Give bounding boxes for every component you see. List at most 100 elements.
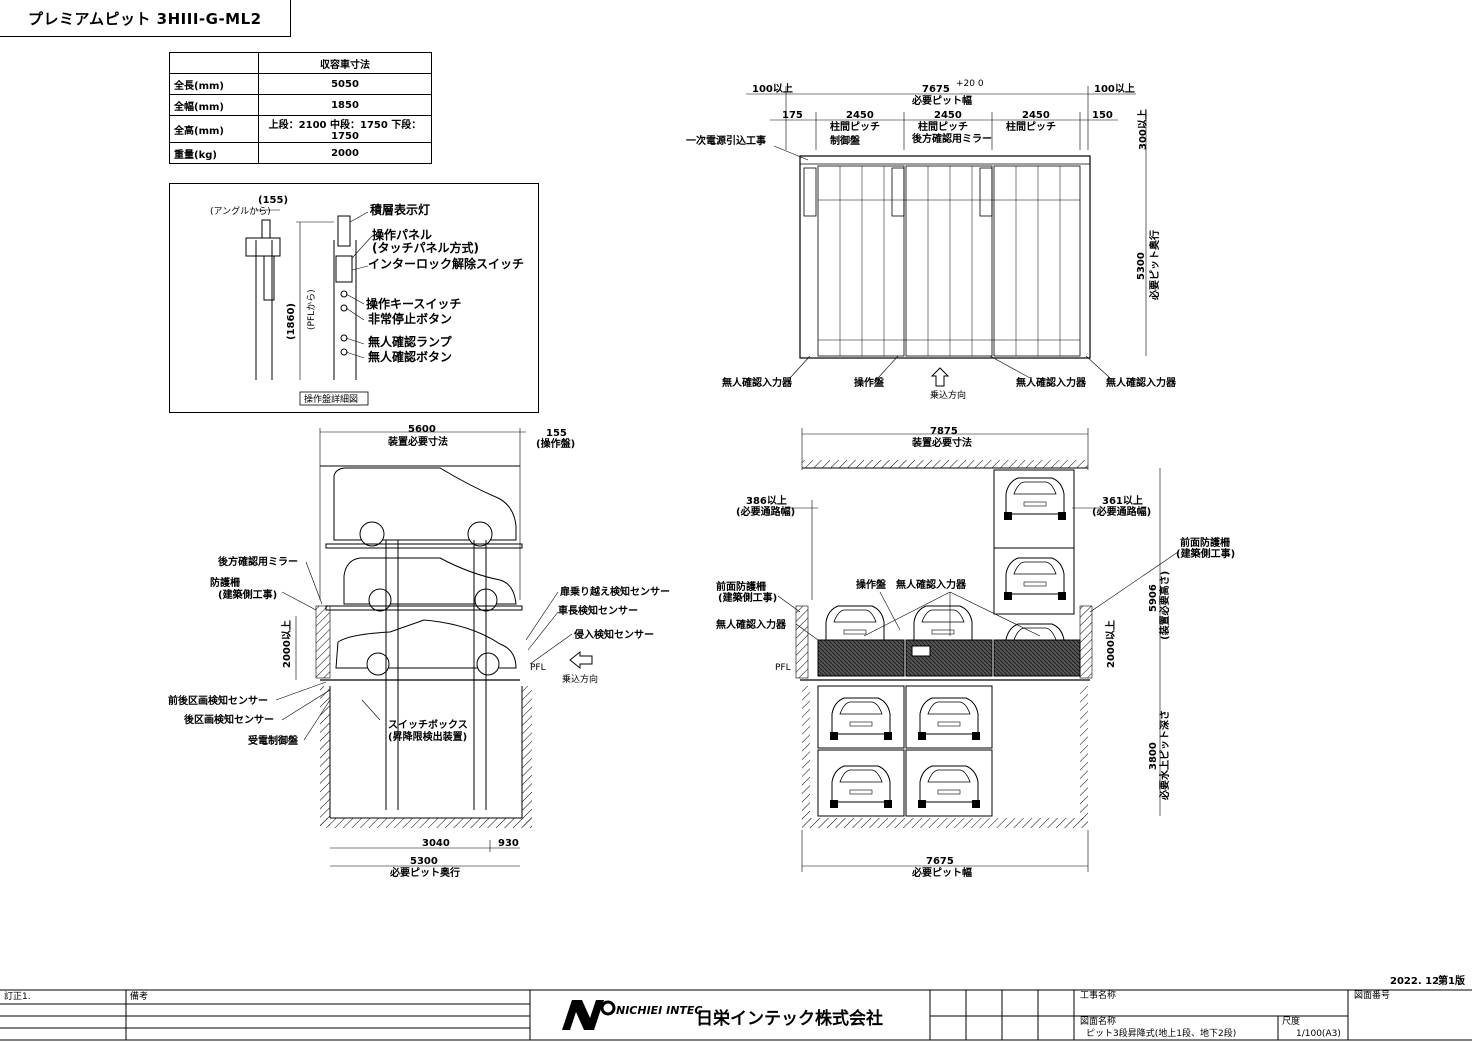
side-switch-box-note: (昇降限検出装置) — [388, 730, 467, 743]
plan-dim-right: 100以上 — [1094, 82, 1135, 95]
detail-dim-155-note: (アングルから) — [210, 205, 271, 217]
footer-edition: 第1版 — [1438, 974, 1465, 987]
footer-logo-text: NICHIEI INTEC — [616, 1004, 703, 1017]
plan-dim-total-tol: +20 0 — [956, 79, 984, 89]
plan-entry-label: 乗込方向 — [930, 389, 966, 401]
side-label-rear-sensor: 後区画検知センサー — [184, 713, 274, 726]
front-dim-3800: 3800 — [1148, 742, 1159, 770]
front-dim-361: 361以上 — [1102, 494, 1143, 507]
detail-caption: 操作盤詳細図 — [304, 393, 358, 405]
plan-pitch-2: 2450 — [934, 110, 962, 121]
front-dim-386-label: (必要通路幅) — [736, 505, 795, 518]
side-entry-label: 乗込方向 — [562, 673, 598, 685]
side-label-mirror: 後方確認用ミラー — [218, 555, 298, 568]
side-dim-3040: 3040 — [422, 838, 450, 849]
detail-label-operation-panel: 操作パネル — [372, 227, 432, 242]
front-label-right-fence: 前面防護柵 — [1180, 536, 1230, 549]
plan-pitch-3: 2450 — [1022, 110, 1050, 121]
footer-drawing-no-label: 図面番号 — [1354, 989, 1390, 1001]
detail-dim-1860-note: (PFLから) — [306, 289, 317, 330]
footer-revision-no: 1. — [22, 992, 31, 1002]
front-dim-7675-label: 必要ピット幅 — [911, 866, 972, 879]
spec-value: 上段：2100 中段：1750 下段：1750 — [258, 115, 432, 143]
side-dim-5600-label: 装置必要寸法 — [387, 435, 448, 448]
side-label-fence-note: (建築側工事) — [218, 588, 277, 601]
footer-date: 2022. 12 — [1390, 976, 1439, 987]
front-dim-7875-label: 装置必要寸法 — [911, 436, 972, 449]
front-dim-2000: 2000以上 — [1104, 620, 1117, 668]
footer-revision-label: 訂正 — [4, 990, 22, 1002]
front-label-front-fence-note: (建築側工事) — [718, 591, 777, 604]
front-dim-386: 386以上 — [746, 494, 787, 507]
detail-label-stack-light: 積層表示灯 — [369, 202, 430, 217]
side-switch-box: スイッチボックス — [388, 718, 468, 731]
side-pfl: PFL — [530, 663, 546, 673]
front-view: 7875 装置必要寸法 386以上 (必要通路幅) 361以上 (必要通路幅) — [716, 426, 1235, 879]
side-dim-5300-label: 必要ピット奥行 — [389, 866, 460, 879]
detail-label-emergency-stop: 非常停止ボタン — [368, 311, 452, 326]
side-view: 5600 装置必要寸法 155 (操作盤) 2000以上 後方確認用ミラー 防護… — [168, 424, 670, 879]
plan-dim-300: 300以上 — [1136, 109, 1149, 150]
plan-dim-5300-label: 必要ピット奥行 — [1148, 230, 1161, 301]
vehicle-spec-table: 収容車寸法 全長(mm)5050 全幅(mm)1850 全高(mm)上段：210… — [169, 52, 432, 164]
side-label-power-control: 受電制御盤 — [248, 734, 299, 747]
side-dim-155-label: (操作盤) — [536, 437, 575, 450]
footer-project-label: 工事名称 — [1080, 989, 1116, 1001]
plan-bottom-label-2: 操作盤 — [854, 376, 885, 389]
side-dim-5600: 5600 — [408, 424, 436, 435]
plan-control-label: 制御盤 — [830, 134, 861, 147]
detail-label-key-switch: 操作キースイッチ — [366, 296, 461, 311]
front-dim-7675: 7675 — [926, 856, 954, 867]
detail-label-unmanned-button: 無人確認ボタン — [368, 349, 452, 364]
spec-value: 2000 — [258, 142, 432, 164]
drawing-title: プレミアムピット 3HIII-G-ML2 — [28, 10, 262, 28]
plan-bottom-label-1: 無人確認入力器 — [722, 376, 793, 389]
front-pfl: PFL — [775, 663, 791, 673]
front-dim-5906: 5906 — [1148, 584, 1159, 612]
side-label-intrusion-sensor: 侵入検知センサー — [573, 628, 654, 641]
plan-dim-150: 150 — [1092, 110, 1113, 121]
side-dim-5300: 5300 — [410, 856, 438, 867]
side-label-fence: 防護柵 — [210, 576, 240, 589]
plan-dim-left: 100以上 — [752, 82, 793, 95]
control-panel-detail: (155) (アングルから) (1860) (PFLから) 積層表示灯 操作パネ… — [210, 195, 524, 406]
detail-dim-1860: (1860) — [286, 303, 297, 340]
side-label-length-sensor: 車長検知センサー — [558, 604, 638, 617]
plan-bottom-label-3: 無人確認入力器 — [1016, 376, 1087, 389]
plan-power-label: 一次電源引込工事 — [686, 134, 766, 147]
title-box — [0, 0, 291, 37]
front-label-right-fence-note: (建築側工事) — [1176, 547, 1235, 560]
plan-dim-175: 175 — [782, 110, 803, 121]
side-label-door-sensor: 扉乗り越え検知センサー — [559, 585, 670, 598]
plan-pitch-1: 2450 — [846, 110, 874, 121]
plan-dim-total: 7675 — [922, 84, 950, 95]
footer-scale-label: 尺度 — [1282, 1015, 1300, 1027]
plan-mirror-label: 後方確認用ミラー — [912, 132, 992, 145]
footer-company: 日栄インテック株式会社 — [696, 1008, 883, 1029]
side-dim-930: 930 — [498, 838, 519, 849]
plan-pitch-label-1: 柱間ピッチ — [830, 120, 880, 133]
plan-bottom-label-4: 無人確認入力器 — [1106, 376, 1177, 389]
footer-scale: 1/100(A3) — [1296, 1029, 1341, 1039]
footer-drawing-label: 図面名称 — [1080, 1015, 1116, 1027]
plan-pitch-label-3: 柱間ピッチ — [1006, 120, 1056, 133]
front-label-front-fence: 前面防護柵 — [716, 580, 766, 593]
front-dim-5906-label: (装置必要高さ) — [1158, 571, 1171, 640]
title-block: 2022. 12 第1版 訂正 1. 備考 NICHIEI INTEC 日栄イン… — [0, 974, 1472, 1041]
front-label-unmanned-input: 無人確認入力器 — [896, 578, 967, 591]
front-label-operation-panel: 操作盤 — [856, 578, 887, 591]
front-dim-7875: 7875 — [930, 426, 958, 437]
plan-pitch-label-2: 柱間ピッチ — [918, 120, 968, 133]
front-dim-361-label: (必要通路幅) — [1092, 505, 1151, 518]
front-label-unmanned-input-2: 無人確認入力器 — [716, 618, 787, 631]
front-dim-3800-label: 必要水上ピット深さ — [1158, 710, 1171, 801]
side-dim-2000: 2000以上 — [280, 620, 293, 668]
side-dim-155: 155 — [546, 428, 567, 439]
detail-label-touch-panel: (タッチパネル方式) — [372, 240, 479, 255]
plan-dim-total-label: 必要ピット幅 — [911, 94, 972, 107]
plan-dim-5300: 5300 — [1136, 252, 1147, 280]
footer-remark-label: 備考 — [130, 990, 148, 1002]
footer-drawing-name: ピット3段昇降式(地上1段、地下2段) — [1086, 1027, 1236, 1039]
plan-view: 100以上 7675 +20 0 必要ピット幅 100以上 175 150 24… — [686, 79, 1177, 401]
